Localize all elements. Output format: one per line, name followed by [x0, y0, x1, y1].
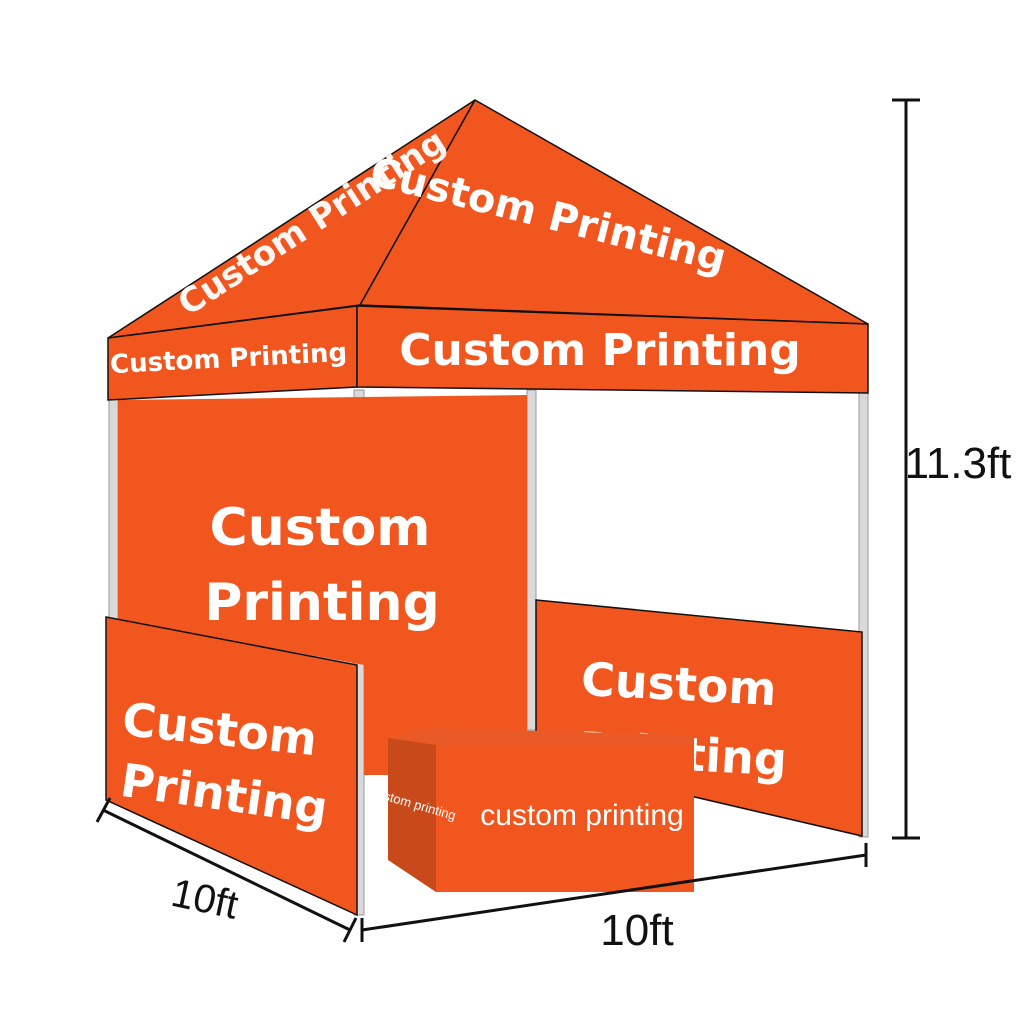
table-cover: custom printing custom printing — [369, 728, 694, 892]
dimension-height: 11.3ft — [892, 98, 1012, 840]
back-wall-panel — [118, 395, 527, 775]
back-wall-text-line1: Custom — [210, 498, 431, 558]
table-front-text: custom printing — [480, 799, 683, 832]
right-half-wall-text-line1: Custom — [580, 652, 778, 716]
valance-front-text: Custom Printing — [399, 325, 801, 376]
table-side — [388, 738, 436, 892]
dimension-depth-label: 10ft — [167, 871, 241, 928]
back-wall-text-line2: Printing — [204, 573, 440, 633]
table-top — [388, 728, 694, 745]
dimension-width: 10ft — [360, 843, 868, 955]
table-front — [436, 745, 694, 892]
dimension-height-label: 11.3ft — [905, 439, 1012, 488]
dimension-width-label: 10ft — [600, 906, 673, 955]
valance-front — [356, 305, 869, 394]
frame-leg-middle — [526, 389, 537, 731]
left-half-wall-panel — [105, 616, 358, 917]
